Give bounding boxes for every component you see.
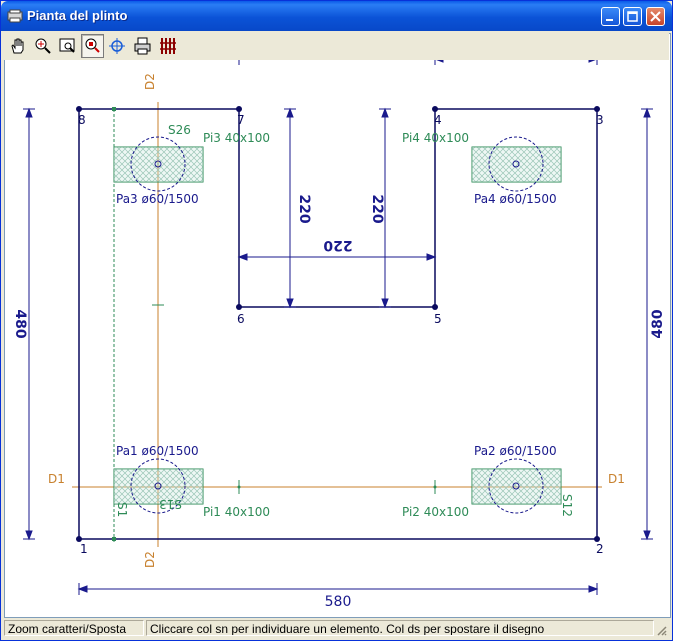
axis-labels: D1 D1 D2 D2 xyxy=(48,73,625,568)
minimize-icon xyxy=(606,19,613,21)
dim-notch-width-label: 220 xyxy=(323,237,352,253)
maximize-icon xyxy=(627,11,638,22)
zoom-text-button[interactable] xyxy=(81,34,104,58)
status-mode: Zoom caratteri/Sposta xyxy=(4,620,144,636)
pile-pa4[interactable] xyxy=(488,136,544,192)
pier-pa2-block[interactable] xyxy=(471,458,562,514)
print-icon xyxy=(134,37,151,55)
pier-pi2[interactable] xyxy=(433,480,437,494)
node-markers xyxy=(76,106,600,542)
section-marker-bottom xyxy=(112,537,116,541)
resize-grip-icon[interactable] xyxy=(655,624,667,636)
section-s26-label: S26 xyxy=(168,123,191,137)
axis-d1-left-label: D1 xyxy=(48,472,65,486)
zoom-icon xyxy=(35,38,51,54)
pile-pa2[interactable] xyxy=(488,458,544,514)
rebar-icon xyxy=(160,38,176,54)
zoom-window-icon xyxy=(59,38,75,53)
app-icon xyxy=(7,9,23,23)
element-labels: Pa3 ø60/1500 Pa4 ø60/1500 Pa1 ø60/1500 P… xyxy=(116,192,557,458)
pile-pa1[interactable] xyxy=(130,458,186,514)
axis-d1-right-label: D1 xyxy=(608,472,625,486)
node-label-7: 7 xyxy=(237,113,245,127)
rebar-button[interactable] xyxy=(156,34,179,58)
zoom-tool-button[interactable] xyxy=(31,34,54,58)
dim-left-label: 480 xyxy=(12,309,28,338)
section-marker-top xyxy=(112,107,116,111)
pile-pa3-label: Pa3 ø60/1500 xyxy=(116,192,199,206)
zoom-window-button[interactable] xyxy=(56,34,79,58)
close-icon xyxy=(650,11,661,22)
dim-notch-height-b-label: 220 xyxy=(369,194,385,223)
close-button[interactable] xyxy=(646,7,665,26)
pier-pi2-label: Pi2 40x100 xyxy=(402,505,469,519)
window-title: Pianta del plinto xyxy=(27,8,128,23)
dim-notch-height-a-label: 220 xyxy=(296,194,312,223)
dim-right-label: 480 xyxy=(650,309,666,338)
pier-pi3[interactable] xyxy=(113,136,204,192)
pier-pi1-label: Pi1 40x100 xyxy=(203,505,270,519)
print-button[interactable] xyxy=(131,34,154,58)
node-labels: 1 2 3 4 5 6 7 8 xyxy=(78,113,604,556)
minimize-button[interactable] xyxy=(601,7,620,26)
pier-pi4-label: Pi4 40x100 xyxy=(402,131,469,145)
pile-pa3[interactable] xyxy=(130,136,186,192)
node-label-2: 2 xyxy=(596,542,604,556)
status-hint: Cliccare col sn per individuare un eleme… xyxy=(146,620,654,636)
plinth-plan-drawing: 180 480 480 580 220 220 220 1 2 3 4 5 6 … xyxy=(12,39,666,610)
pier-labels: Pi3 40x100 Pi4 40x100 Pi1 40x100 Pi2 40x… xyxy=(115,123,574,519)
pile-pa2-label: Pa2 ø60/1500 xyxy=(474,444,557,458)
pier-pi3-label: Pi3 40x100 xyxy=(203,131,270,145)
node-label-6: 6 xyxy=(237,312,245,326)
maximize-button[interactable] xyxy=(623,7,642,26)
pan-tool-button[interactable] xyxy=(6,34,29,58)
pier-pi1[interactable] xyxy=(237,480,241,494)
axis-d2-top-label: D2 xyxy=(143,73,157,90)
node-label-4: 4 xyxy=(434,113,442,127)
dim-bottom-label: 580 xyxy=(325,594,352,610)
zoom-text-icon xyxy=(85,38,100,53)
node-label-5: 5 xyxy=(434,312,442,326)
node-label-3: 3 xyxy=(596,113,604,127)
status-bar: Zoom caratteri/Sposta Cliccare col sn pe… xyxy=(4,618,669,638)
pier-pi4[interactable] xyxy=(471,136,562,192)
section-s1-label: S1 xyxy=(115,502,129,517)
pan-hand-icon xyxy=(11,38,24,54)
select-tool-button[interactable] xyxy=(106,34,129,58)
pile-pa1-label: Pa1 ø60/1500 xyxy=(116,444,199,458)
section-s12-label: S12 xyxy=(560,494,574,517)
pile-pa4-label: Pa4 ø60/1500 xyxy=(474,192,557,206)
node-label-1: 1 xyxy=(80,542,88,556)
axis-d2-bottom-label: D2 xyxy=(143,551,157,568)
pier-pa1-block[interactable] xyxy=(113,458,204,514)
crosshair-select-icon xyxy=(109,38,125,54)
drawing-canvas[interactable]: 180 480 480 580 220 220 220 1 2 3 4 5 6 … xyxy=(4,33,671,618)
node-label-8: 8 xyxy=(78,113,86,127)
toolbar xyxy=(4,32,669,60)
section-s13-label: S13 xyxy=(159,497,182,511)
title-bar[interactable]: Pianta del plinto xyxy=(1,1,672,31)
